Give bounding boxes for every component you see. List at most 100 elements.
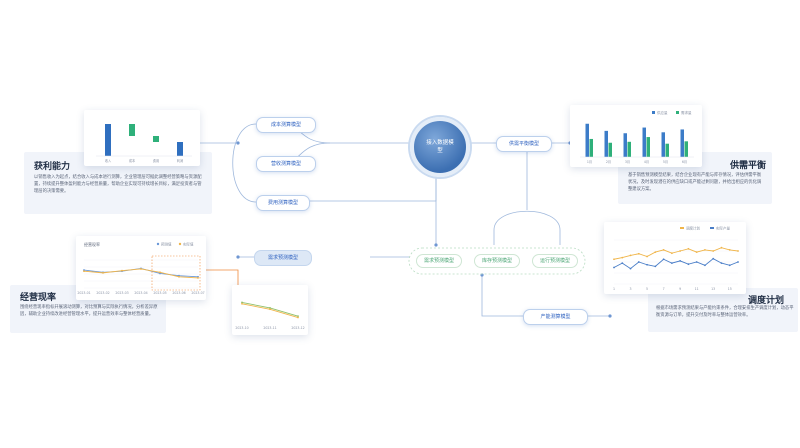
tick-label: 收入 [105, 158, 112, 163]
tick-label: 1 [613, 287, 615, 291]
legend-swatch [676, 111, 679, 114]
bar [680, 129, 684, 157]
series-line [83, 268, 199, 279]
plan-text: 根据市场需求预测结果与产能约束条件，合理安排生产调度计划，动态平衡资源与订单，提… [656, 306, 794, 318]
waterfall-bar [177, 142, 183, 156]
tick-label: 5 [646, 287, 648, 291]
tick-label: 2023-02 [96, 291, 109, 295]
tick-label: 2023-03 [115, 291, 128, 295]
tick-label: 2023-12 [291, 326, 304, 330]
bar [642, 127, 646, 157]
series-point [646, 263, 648, 266]
series-point [712, 250, 715, 252]
tick-label: 15 [728, 287, 732, 291]
series-line [613, 258, 739, 270]
series-line [241, 303, 299, 318]
data-hub-node[interactable]: 接入数据模型 [410, 117, 470, 177]
ops-title: 经营现率 [20, 293, 57, 303]
legend-swatch [652, 111, 655, 114]
bar [661, 132, 665, 157]
series-point [720, 246, 723, 249]
series-point [159, 271, 161, 274]
tick-label: 2023-04 [134, 291, 147, 295]
series-point [737, 261, 739, 263]
bar [608, 142, 612, 157]
series-point [695, 261, 698, 263]
revenue-model-node[interactable]: 营收测算模型 [256, 156, 316, 172]
tick-label: 2023-10 [235, 326, 248, 330]
series-point [83, 270, 85, 273]
bar [623, 133, 627, 157]
series-point [140, 268, 142, 270]
series-point [121, 269, 123, 272]
bar [585, 123, 589, 157]
series-line [613, 247, 739, 260]
bar [646, 137, 650, 157]
bar [604, 130, 608, 157]
series-point [629, 267, 632, 270]
series-point [297, 315, 299, 318]
tick-label: 利润 [177, 158, 183, 163]
series-point [704, 264, 706, 267]
series-point [687, 247, 690, 250]
tick-label: 2月 [606, 160, 611, 164]
series-point [102, 271, 104, 274]
tick-label: 4月 [644, 160, 649, 164]
series-point [241, 301, 243, 304]
series-point [737, 250, 739, 252]
forecast-model-node[interactable]: 需求预测模型 [254, 250, 312, 266]
series-point [720, 262, 723, 264]
series-point [629, 254, 632, 257]
legend-swatch [680, 227, 684, 229]
tick-label: 5月 [663, 160, 668, 164]
series-point [613, 266, 615, 269]
bar [665, 143, 669, 157]
cost-model-node[interactable]: 成本测算模型 [256, 117, 316, 133]
series-point [297, 316, 299, 319]
sub-model-1[interactable]: 需求预测模型 [416, 254, 462, 268]
zoom-highlight [151, 255, 201, 291]
series-point [269, 307, 271, 309]
supply-demand-model-node[interactable]: 供需平衡模型 [496, 136, 552, 152]
tick-label: 3 [630, 287, 632, 291]
waterfall-bar [129, 124, 135, 136]
sub-model-3[interactable]: 运行预测模型 [532, 254, 578, 268]
profit-waterfall-chart: 收入成本费用利润 [96, 124, 192, 163]
series-point [637, 261, 640, 263]
legend-label: 供应量 [657, 110, 668, 115]
profit-text: 以销售收入为起点，结合收入与成本进行测算，企业管理层可据此调整经营策略与资源配置… [34, 175, 202, 194]
tick-label: 2023-07 [191, 291, 204, 295]
series-point [695, 251, 698, 253]
tick-label: 3月 [625, 160, 630, 164]
series-point [662, 249, 665, 251]
series-point [621, 262, 624, 264]
tick-label: 6月 [682, 160, 687, 164]
tick-label: 11 [695, 287, 699, 291]
bar [684, 141, 688, 157]
series-point [728, 249, 731, 251]
profit-title: 获利能力 [34, 162, 71, 172]
series-point [712, 257, 715, 260]
supply-title: 供需平衡 [730, 161, 767, 171]
legend-label: 实际值 [183, 241, 194, 246]
series-point [646, 255, 648, 258]
series-point [269, 308, 271, 311]
series-point [670, 262, 673, 264]
legend-label: 预测值 [161, 241, 172, 246]
connector-bottom-right [481, 275, 523, 317]
ops-text: 围绕经营现率指标开展滚动测算，对比预算与实际执行情况，分析差异原因，辅助企业持续… [20, 305, 158, 317]
sub-model-2[interactable]: 库存预测模型 [474, 254, 520, 268]
series-point [178, 275, 180, 278]
tick-label: 7 [663, 287, 665, 291]
waterfall-bar [153, 136, 159, 142]
expense-model-node[interactable]: 费用测算模型 [256, 195, 310, 211]
capacity-model-node[interactable]: 产能测算模型 [523, 309, 588, 325]
series-point [679, 250, 682, 252]
